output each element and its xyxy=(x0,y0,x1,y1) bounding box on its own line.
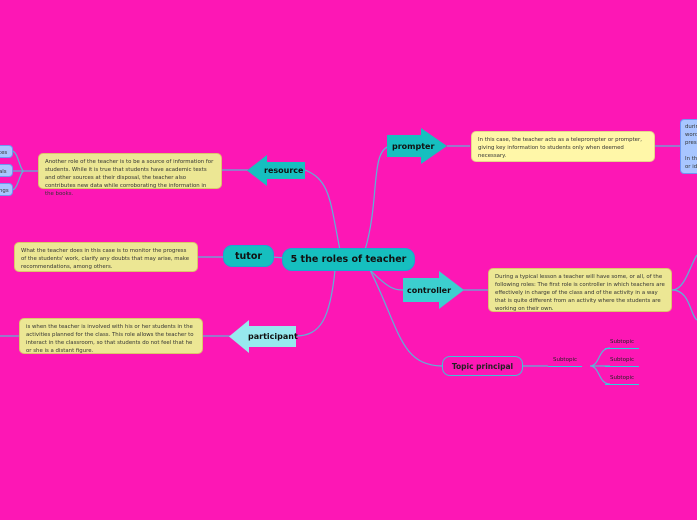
topic-principal-node[interactable]: Topic principal xyxy=(442,356,523,376)
prompter-child-line: durin xyxy=(685,124,697,130)
prompter-label: prompter xyxy=(392,141,435,151)
prompter-child[interactable]: durin word pres In th or id xyxy=(680,119,697,174)
controller-node[interactable]: controller xyxy=(403,271,465,309)
subtopic-node[interactable]: Subtopic xyxy=(605,357,639,367)
controller-note: During a typical lesson a teacher will h… xyxy=(488,268,672,312)
participant-note: is when the teacher is involved with his… xyxy=(19,318,203,354)
right-arrow-shape-icon xyxy=(387,128,447,164)
resource-child-1[interactable]: tes xyxy=(0,145,13,158)
subtopic-node[interactable]: Subtopic xyxy=(605,339,639,349)
resource-node[interactable]: resource xyxy=(247,155,307,186)
right-arrow-shape-icon xyxy=(403,271,464,309)
prompter-note: In this case, the teacher acts as a tele… xyxy=(471,131,655,162)
resource-note: Another role of the teacher is to be a s… xyxy=(38,153,222,197)
resource-child-3[interactable]: ngs xyxy=(0,183,13,196)
central-topic[interactable]: 5 the roles of teacher xyxy=(282,248,415,271)
participant-label: participant xyxy=(248,332,298,341)
left-arrow-shape-icon xyxy=(247,155,305,186)
tutor-node[interactable]: tutor xyxy=(223,245,274,267)
participant-node[interactable]: participant xyxy=(229,320,298,353)
prompter-node[interactable]: prompter xyxy=(387,128,447,164)
tutor-note: What the teacher does in this case is to… xyxy=(14,242,198,272)
prompter-child-line: word xyxy=(685,132,697,138)
subtopic-node[interactable]: Subtopic xyxy=(548,357,582,367)
prompter-child-line: pres xyxy=(685,140,697,146)
resource-child-2[interactable]: als xyxy=(0,164,13,177)
left-arrow-shape-icon xyxy=(229,320,296,353)
controller-label: controller xyxy=(407,285,452,295)
prompter-child-line: or id xyxy=(685,164,697,170)
resource-label: resource xyxy=(264,166,304,175)
prompter-child-line: In th xyxy=(685,156,697,162)
subtopic-node[interactable]: Subtopic xyxy=(605,375,639,385)
